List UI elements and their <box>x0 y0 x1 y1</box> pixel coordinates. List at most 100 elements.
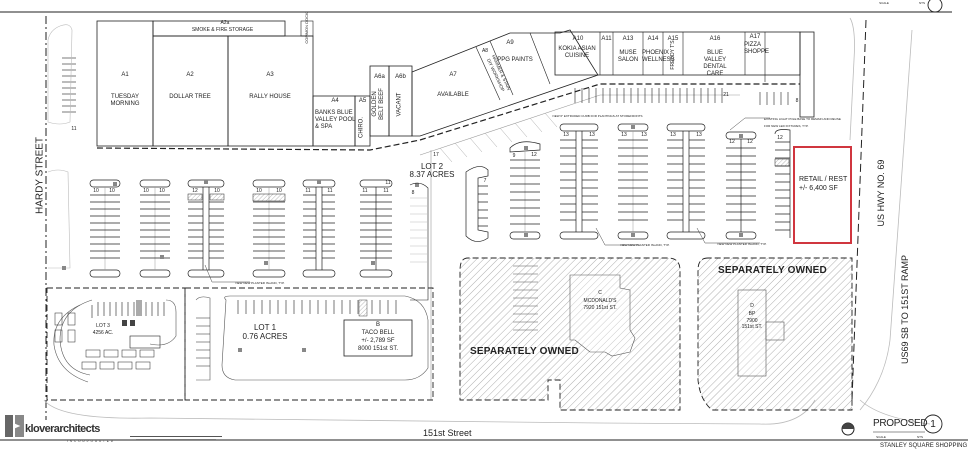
note-planter-island-1: NEW NEW PLANTER ISLAND, TYP. <box>235 281 285 285</box>
151st-street-label: 151st Street <box>423 428 472 438</box>
tenant-a6a-name: GOLDEN BELT BEEF <box>372 88 385 120</box>
taco-bell-address: 8000 151st ST. <box>357 346 399 352</box>
tenant-a12-unit: A13 <box>622 36 634 42</box>
taco-bell-name: TACO BELL <box>361 330 395 336</box>
stall-count: 8 <box>795 98 799 104</box>
stall-count: 10 <box>93 188 99 194</box>
lot3-label: LOT 3 <box>96 323 110 329</box>
note-light-pole: EXISTING LIGHT POLE BASE TO REMAIN AND R… <box>764 117 841 128</box>
tenant-a7-name: AVAILABLE <box>437 92 469 98</box>
stall-count: 7 <box>483 178 487 184</box>
mcdonalds-name: MCDONALD'S <box>583 298 617 304</box>
stall-count: 10 <box>214 188 220 194</box>
common-dock-label: COMMON DOCK <box>304 12 309 44</box>
lot3-area: 4256 AC. <box>92 330 114 336</box>
us69-ramp-label: US69 SB TO 151ST RAMP <box>900 254 910 364</box>
stall-count: 13 <box>641 132 647 138</box>
note-planter-island-2: NEW NEW PLANTER ISLAND, TYP. <box>620 243 670 247</box>
stall-count: 10 <box>159 188 165 194</box>
mcdonalds-unit: C <box>598 290 602 296</box>
stall-count: 10 <box>143 188 149 194</box>
stall-count: 11 <box>383 188 389 194</box>
proposed-retail-name: RETAIL / REST <box>799 176 848 183</box>
scale-label-top: SCALE <box>879 1 889 5</box>
stall-count: 12 <box>729 139 735 145</box>
tenant-a15-unit: A16 <box>709 36 721 42</box>
logo-mark-icon <box>5 415 13 437</box>
tenant-a11-unit: A11 <box>601 36 612 42</box>
lot1-area: 0.76 ACRES <box>242 332 288 341</box>
tenant-a10-unit: A10 <box>572 36 584 42</box>
stall-count: 11 <box>362 188 368 194</box>
stall-count: 12 <box>531 152 537 158</box>
note-planter-island-3: NEW NEW PLANTER ISLAND, TYP. <box>717 242 767 246</box>
tenant-a6b-unit: A6b <box>395 74 406 80</box>
tenant-a9-name: PPG PAINTS <box>497 57 533 63</box>
stall-count: 13 <box>563 132 569 138</box>
stall-count: 13 <box>589 132 595 138</box>
tenant-a5-unit: A5 <box>358 98 367 104</box>
tenant-a16-unit: A17 <box>749 34 761 40</box>
tenant-a8-unit: A8 <box>481 48 489 54</box>
tenant-a3-unit: A3 <box>266 72 274 78</box>
us-hwy-69-label: US HWY NO. 69 <box>876 159 886 227</box>
north-arrow-icon <box>842 423 854 435</box>
tenant-a6b-name: VACANT <box>396 92 403 117</box>
tenant-a3-name: RALLY HOUSE <box>249 94 291 100</box>
tenant-a2-name: DOLLAR TREE <box>169 94 211 100</box>
firm-tagline: INCORPORATED <box>67 439 115 443</box>
tenant-a2a-unit: A2a <box>220 20 230 26</box>
tenant-a10-name: KOKIA ASIAN CUISINE <box>558 46 596 59</box>
stall-count: 11 <box>305 188 311 194</box>
lot2-area: 8.37 ACRES <box>409 170 455 179</box>
tenant-a6a-unit: A6a <box>374 74 385 80</box>
stall-count: 21 <box>723 92 729 98</box>
stall-count: 11 <box>385 180 391 186</box>
stall-count: 8 <box>411 190 415 196</box>
tenant-a4-name: BANKS BLUE VALLEY POOL & SPA <box>315 110 356 130</box>
sheet-number: 1 <box>930 419 936 430</box>
separately-owned-label-1: SEPARATELY OWNED <box>470 346 579 357</box>
tenant-a13-name: PHOENIX WELLNESS <box>642 50 675 63</box>
bp-address: 7900 151st ST. <box>741 318 763 330</box>
tenant-a12-name: MUSE SALON <box>617 50 639 63</box>
nts-label-top: NTS <box>919 1 925 5</box>
stall-count: 13 <box>696 132 702 138</box>
bp-unit: D <box>750 303 754 309</box>
proposed-retail-size: +/- 6,400 SF <box>799 185 838 192</box>
tenant-a2a-name: SMOKE & FIRE STORAGE <box>191 27 254 33</box>
firm-address-fineprint <box>130 436 222 442</box>
tenant-a2-unit: A2 <box>186 72 194 78</box>
stall-count: 10 <box>256 188 262 194</box>
stall-count: 12 <box>777 135 783 141</box>
taco-bell-size: +/- 2,789 SF <box>361 338 395 344</box>
stall-count: 11 <box>71 126 77 132</box>
proposed-retail-highlight[interactable]: RETAIL / REST +/- 6,400 SF <box>793 146 852 244</box>
scale-label: SCALE <box>876 435 886 439</box>
tenant-a1-unit: A1 <box>121 72 129 78</box>
project-name: STANLEY SQUARE SHOPPING CE <box>880 443 968 449</box>
sheet-status: PROPOSED <box>873 418 928 429</box>
stall-count: 17 <box>433 152 439 158</box>
stall-count: 10 <box>109 188 115 194</box>
tenant-a4-unit: A4 <box>331 98 339 104</box>
stall-count: 11 <box>327 188 333 194</box>
tenant-a1-name: TUESDAY MORNING <box>110 94 140 107</box>
tenant-a14-unit: A15 <box>667 36 679 42</box>
stall-count: 13 <box>670 132 676 138</box>
firm-logo: kloverarchitects INCORPORATED <box>5 413 125 443</box>
tenant-a5-name: CHIRO. <box>358 117 365 138</box>
taco-bell-unit: B <box>375 322 380 328</box>
logo-mark-icon <box>15 415 24 437</box>
firm-name: kloverarchitects <box>25 423 100 435</box>
tenant-a16-name: PIZZA SHOPPE <box>744 42 770 55</box>
stall-count: 9 <box>512 153 516 159</box>
lot1-label: LOT 1 <box>253 323 277 332</box>
stall-count: 13 <box>621 132 627 138</box>
separately-owned-label-2: SEPARATELY OWNED <box>718 265 827 276</box>
nts-label: NTS <box>917 435 923 439</box>
tenant-a7-unit: A7 <box>449 72 457 78</box>
stall-count: 12 <box>747 139 753 145</box>
stall-count: 10 <box>276 188 282 194</box>
